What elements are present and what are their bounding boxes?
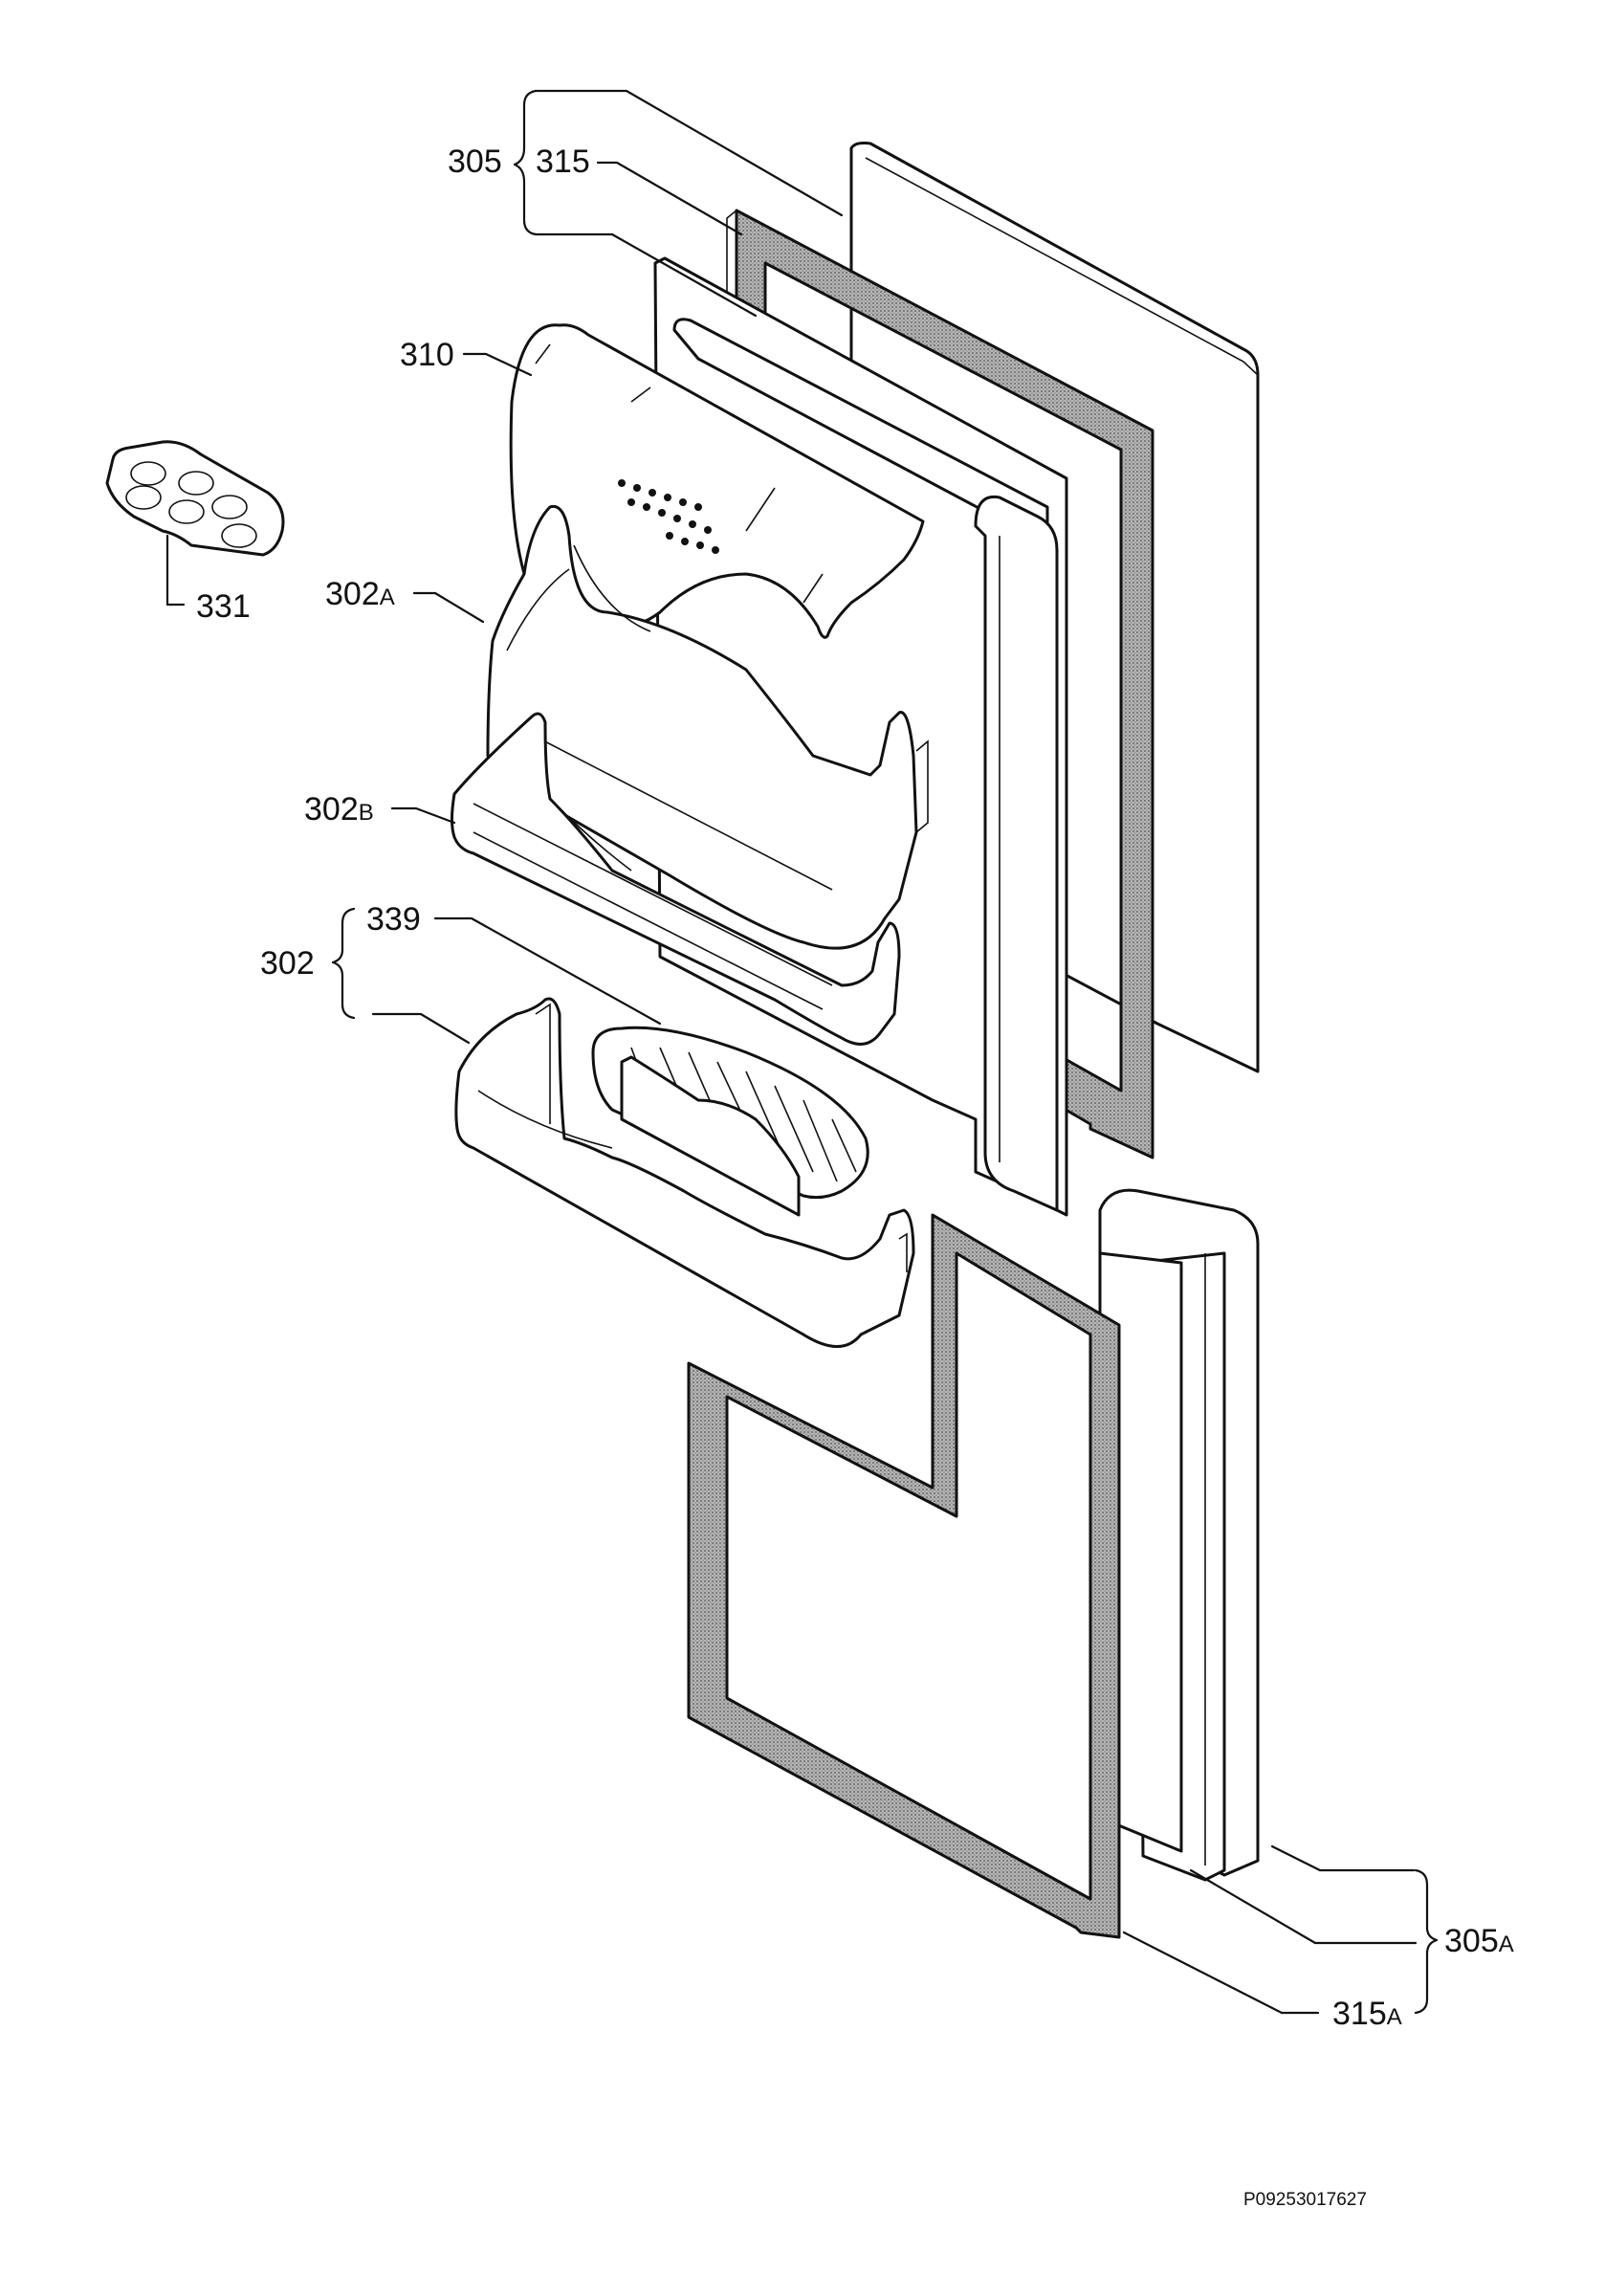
door-bin-302a bbox=[486, 504, 929, 950]
egg-tray-331 bbox=[105, 440, 285, 557]
label-302a-number: 302 bbox=[325, 576, 380, 612]
part-labels: 305 315 310 331 302A 302B 302 339 305A 3… bbox=[196, 144, 1514, 2210]
label-305a: 305A bbox=[1444, 1923, 1514, 1959]
lower-gasket bbox=[687, 1213, 1121, 1939]
label-315a-suffix: A bbox=[1387, 2004, 1402, 2030]
door-bin-302b bbox=[451, 712, 901, 1046]
label-305: 305 bbox=[448, 144, 502, 180]
divider-339 bbox=[591, 1026, 869, 1217]
label-302a: 302A bbox=[325, 576, 395, 612]
label-302a-suffix: A bbox=[380, 585, 395, 610]
lower-door-panel bbox=[1098, 1188, 1260, 1882]
label-331: 331 bbox=[196, 588, 251, 625]
label-315: 315 bbox=[536, 144, 590, 180]
label-305a-suffix: A bbox=[1499, 1932, 1514, 1957]
label-315a: 315A bbox=[1332, 1996, 1402, 2032]
label-339: 339 bbox=[366, 901, 421, 938]
label-305a-number: 305 bbox=[1444, 1923, 1499, 1959]
vent-holes bbox=[618, 479, 719, 554]
label-310: 310 bbox=[400, 337, 454, 373]
door-bin-302 bbox=[454, 997, 915, 1348]
label-302: 302 bbox=[260, 945, 315, 982]
label-302b-suffix: B bbox=[359, 800, 374, 826]
label-302b-number: 302 bbox=[304, 791, 359, 828]
label-315a-number: 315 bbox=[1332, 1996, 1387, 2032]
drawing-code: P09253017627 bbox=[1243, 2190, 1367, 2210]
leader-lines bbox=[165, 89, 1439, 2015]
label-302b: 302B bbox=[304, 791, 374, 828]
